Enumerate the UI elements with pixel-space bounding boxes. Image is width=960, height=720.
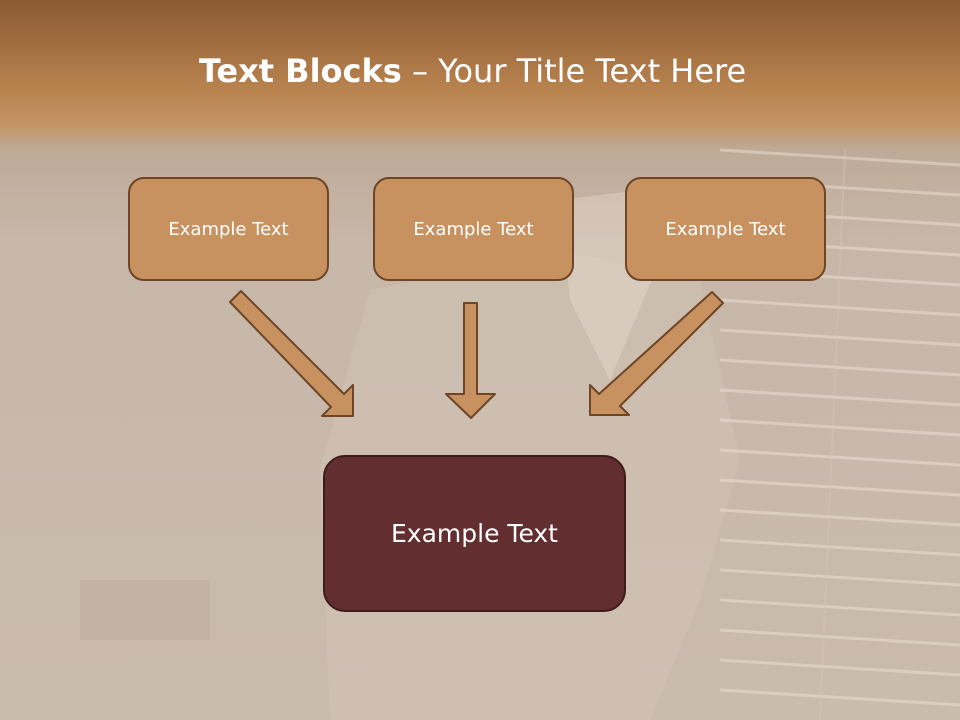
arrow-left-icon [229,290,354,417]
main-text-block[interactable]: Example Text [323,455,626,612]
text-block-right[interactable]: Example Text [625,177,826,281]
arrow-right-icon [589,291,724,416]
text-block-center[interactable]: Example Text [373,177,574,281]
text-block-left[interactable]: Example Text [128,177,329,281]
slide-title: Text Blocks – Your Title Text Here [0,52,945,90]
arrow-down-icon [445,302,496,419]
title-rest: – Your Title Text Here [401,52,747,90]
title-bold: Text Blocks [198,52,402,90]
